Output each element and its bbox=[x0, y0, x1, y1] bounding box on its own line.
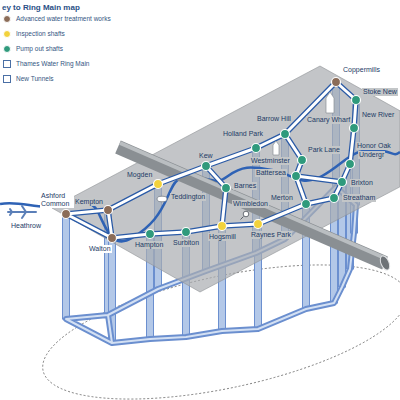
place-label: Walton bbox=[88, 245, 112, 253]
treatment-works bbox=[104, 206, 113, 215]
place-label: New River bbox=[361, 111, 395, 119]
pump-out-shaft bbox=[252, 144, 261, 153]
place-label: Battersea bbox=[255, 169, 287, 177]
pump-out-shaft bbox=[346, 160, 355, 169]
legend-text: Thames Water Ring Main bbox=[16, 59, 89, 69]
place-label: Stoke New bbox=[362, 88, 398, 96]
place-label: Ashford Common bbox=[40, 192, 74, 208]
canary-wharf-tower bbox=[326, 92, 334, 113]
place-label: Mogden bbox=[126, 171, 153, 179]
legend-text: New Tunnels bbox=[16, 74, 54, 84]
grey-pipe-highlight bbox=[120, 143, 387, 259]
place-label: Undergr bbox=[358, 151, 385, 159]
place-label: Honor Oak bbox=[356, 142, 392, 150]
legend-swatch bbox=[3, 45, 11, 53]
pump-out-shaft bbox=[202, 162, 211, 171]
place-label: Coppermills bbox=[342, 66, 381, 74]
grey-pipe bbox=[118, 147, 385, 263]
treatment-works bbox=[108, 234, 117, 243]
pump-out-shaft bbox=[298, 156, 307, 165]
place-label: Surbiton bbox=[172, 239, 200, 247]
place-label: Hogsmill bbox=[208, 233, 237, 241]
treatment-works bbox=[62, 210, 71, 219]
place-label: Westminster bbox=[250, 157, 291, 165]
place-label: Barnes bbox=[233, 182, 257, 190]
ring-main-outline bbox=[66, 82, 356, 238]
pump-out-shaft bbox=[352, 96, 361, 105]
legend-text: Advanced water treatment works bbox=[16, 14, 111, 24]
pump-out-shaft bbox=[338, 178, 347, 187]
teddington-icon bbox=[157, 196, 167, 202]
place-label: Kempton bbox=[74, 198, 104, 206]
place-label: Park Lane bbox=[307, 146, 341, 154]
legend-swatch bbox=[3, 30, 11, 38]
place-label: Brixton bbox=[350, 179, 374, 187]
pump-out-shaft bbox=[330, 194, 339, 203]
place-label: Teddington bbox=[170, 193, 206, 201]
place-label: Heathrow bbox=[10, 222, 42, 230]
place-label: Raynes Park bbox=[250, 231, 292, 239]
shafts bbox=[62, 78, 361, 243]
place-label: Streatham bbox=[342, 194, 376, 202]
westminster-tower bbox=[273, 141, 279, 155]
pump-out-shaft bbox=[350, 124, 359, 133]
inspection-shaft bbox=[154, 180, 163, 189]
place-label: Kew bbox=[198, 152, 214, 160]
treatment-works bbox=[332, 78, 341, 87]
place-label: Canary Wharf bbox=[306, 116, 351, 124]
place-label: Hampton bbox=[134, 241, 164, 249]
legend-swatch bbox=[3, 15, 11, 23]
shaft-column bbox=[63, 214, 70, 319]
wimbledon-icon-handle bbox=[241, 217, 244, 220]
legend-text: Inspection shafts bbox=[16, 29, 65, 39]
inspection-shaft bbox=[254, 220, 263, 229]
place-label: Barrow Hill bbox=[256, 115, 292, 123]
legend-swatch bbox=[3, 75, 11, 83]
place-label: Wimbledon bbox=[232, 200, 269, 208]
inspection-shaft bbox=[218, 222, 227, 231]
pipe-end bbox=[378, 255, 391, 272]
ground-plane bbox=[52, 66, 400, 292]
wimbledon-icon bbox=[243, 211, 249, 217]
pump-out-shaft bbox=[146, 230, 155, 239]
place-label: Merton bbox=[270, 194, 294, 202]
pump-out-shaft bbox=[222, 184, 231, 193]
legend-swatch bbox=[3, 60, 11, 68]
pump-out-shaft bbox=[281, 130, 290, 139]
airplane-icon bbox=[8, 206, 36, 218]
legend-text: Pump out shafts bbox=[16, 44, 63, 54]
pump-out-shaft bbox=[302, 200, 311, 209]
ring-main-core bbox=[66, 82, 356, 238]
legend-title: ey to Ring Main map bbox=[2, 3, 80, 12]
pump-out-shaft bbox=[182, 228, 191, 237]
pump-out-shaft bbox=[292, 172, 301, 181]
ring-main bbox=[66, 82, 356, 238]
place-label: Holland Park bbox=[222, 130, 264, 138]
